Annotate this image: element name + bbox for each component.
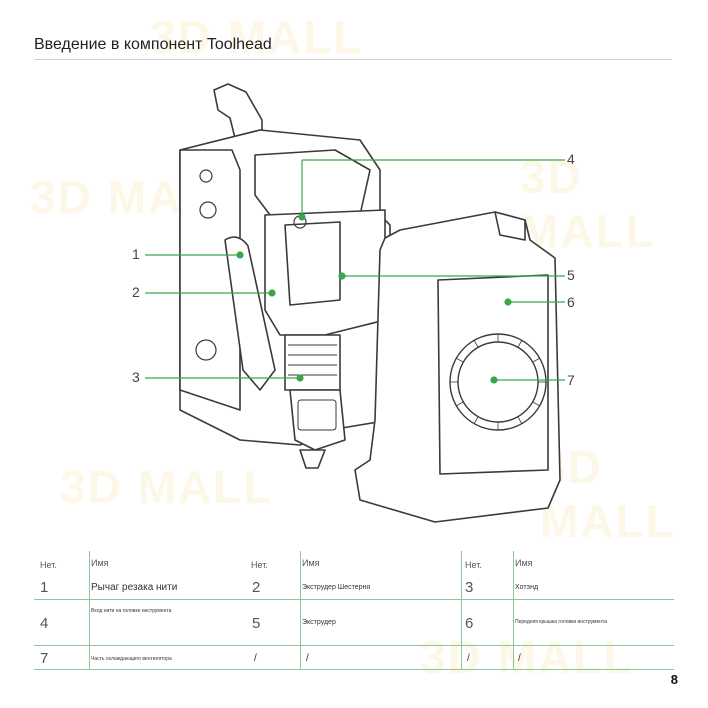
row-1-no-1: 1 — [40, 579, 49, 596]
table-divider — [300, 551, 301, 669]
watermark: 3D MALL — [60, 461, 274, 513]
watermark: 3D MALL — [420, 631, 634, 683]
row-2-name-2: Экструдер — [302, 619, 336, 626]
header-no-1: Нет. — [40, 560, 57, 570]
table-divider — [461, 551, 462, 669]
row-3-no-3: / — [467, 653, 470, 664]
row-3-name-1: Часть охлаждающего вентилятора — [91, 656, 172, 662]
row-2-name-3: Передняя крышка головки инструмента — [515, 619, 608, 625]
row-1-name-1: Рычаг резака нити — [91, 582, 178, 593]
row-1-no-3: 3 — [465, 579, 474, 596]
row-2-no-1: 4 — [40, 615, 49, 632]
header-no-3: Нет. — [465, 560, 482, 570]
callout-5: 5 — [567, 267, 575, 283]
page-title: Введение в компонент Toolhead — [34, 36, 272, 53]
callout-1: 1 — [132, 246, 140, 262]
callout-3: 3 — [132, 369, 140, 385]
row-3-name-2: / — [306, 653, 309, 664]
row-2-no-2: 5 — [252, 615, 261, 632]
row-2-name-1: Вход нити на головке инструмента — [91, 608, 172, 614]
table-rule — [34, 669, 674, 670]
toolhead-illustration — [145, 83, 565, 523]
header-name-2: Имя — [302, 558, 320, 568]
table-divider — [89, 551, 90, 669]
title-divider — [34, 59, 672, 60]
page-number: 8 — [670, 672, 678, 687]
callout-6: 6 — [567, 294, 575, 310]
callout-7: 7 — [567, 372, 575, 388]
watermark: 3D MALL — [150, 11, 364, 63]
header-name-1: Имя — [91, 558, 109, 568]
row-1-no-2: 2 — [252, 579, 261, 596]
row-2-no-3: 6 — [465, 615, 474, 632]
header-name-3: Имя — [515, 558, 533, 568]
header-no-2: Нет. — [251, 560, 268, 570]
table-divider — [513, 551, 514, 669]
table-rule — [34, 645, 674, 646]
callout-4: 4 — [567, 151, 575, 167]
row-1-name-2: Экструдер Шестерня — [302, 584, 371, 591]
table-rule — [34, 599, 674, 600]
row-1-name-3: Хотэнд — [515, 584, 539, 591]
row-3-name-3: / — [518, 653, 521, 664]
row-3-no-2: / — [254, 653, 257, 664]
row-3-no-1: 7 — [40, 650, 49, 667]
callout-2: 2 — [132, 284, 140, 300]
